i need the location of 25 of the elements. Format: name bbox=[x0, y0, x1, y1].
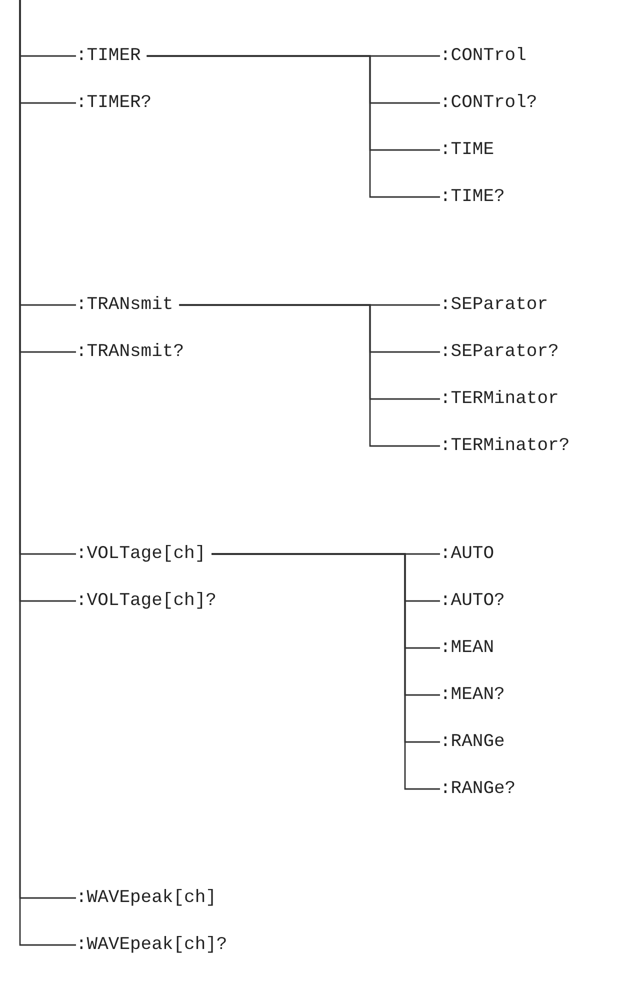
command-text: :WAVEpeak[ch] bbox=[76, 887, 216, 909]
command-text: :TERMinator? bbox=[440, 435, 570, 457]
connector-line bbox=[146, 55, 440, 198]
command-text: :AUTO? bbox=[440, 590, 505, 612]
command-text: :VOLTage[ch]? bbox=[76, 590, 216, 612]
command-text: :TIMER? bbox=[76, 92, 152, 114]
command-text: :TERMinator bbox=[440, 388, 559, 410]
command-text: :TIME bbox=[440, 139, 494, 161]
command-text: :TIME? bbox=[440, 186, 505, 208]
command-text: :CONTrol? bbox=[440, 92, 538, 114]
connector-line bbox=[212, 553, 440, 790]
command-text: :TIMER bbox=[76, 45, 141, 67]
command-text: :MEAN bbox=[440, 637, 494, 659]
command-text: :AUTO bbox=[440, 543, 494, 565]
command-text: :MEAN? bbox=[440, 684, 505, 706]
command-text: :TRANsmit bbox=[76, 294, 174, 316]
command-text: :TRANsmit? bbox=[76, 341, 184, 363]
command-text: :SEParator? bbox=[440, 341, 559, 363]
command-text: :VOLTage[ch] bbox=[76, 543, 206, 565]
command-text: :WAVEpeak[ch]? bbox=[76, 934, 228, 956]
command-text: :RANGe bbox=[440, 731, 505, 753]
connector-line bbox=[179, 304, 440, 447]
command-text: :CONTrol bbox=[440, 45, 526, 67]
command-text: :RANGe? bbox=[440, 778, 516, 800]
command-text: :SEParator bbox=[440, 294, 548, 316]
